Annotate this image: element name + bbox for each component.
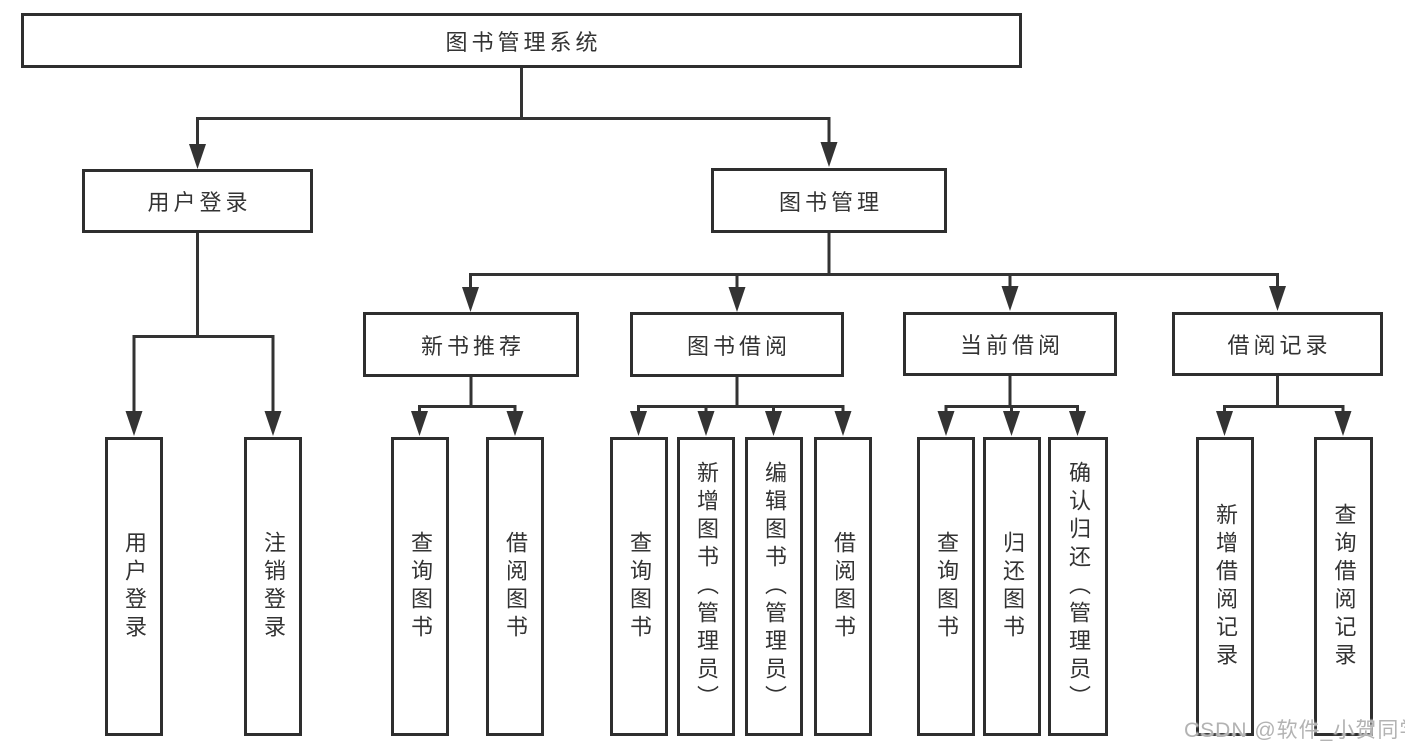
connector-book-mgmt-to-level3 — [462, 233, 1286, 312]
leaf-cb-query-books: 查询图书 — [917, 437, 975, 736]
leaf-nb-query-books: 查询图书 — [391, 437, 449, 736]
arrowhead — [1069, 411, 1086, 436]
arrowhead — [1001, 286, 1019, 311]
node-borrow-records-label: 借阅记录 — [1227, 333, 1332, 358]
node-book-management: 图书管理 — [711, 168, 947, 233]
arrowhead — [1334, 411, 1352, 436]
leaf-cb-return-books-label: 归还图书 — [1000, 530, 1025, 643]
arrowhead — [820, 142, 838, 167]
node-new-book-recommend: 新书推荐 — [363, 312, 579, 377]
node-root: 图书管理系统 — [21, 13, 1022, 68]
node-borrow-records: 借阅记录 — [1172, 312, 1383, 376]
leaf-br-query-record-label: 查询借阅记录 — [1331, 502, 1357, 671]
leaf-logout-label: 注销登录 — [261, 530, 286, 643]
connector-borrow-records-children — [1216, 376, 1352, 436]
node-book-borrow: 图书借阅 — [630, 312, 844, 377]
leaf-bb-query-books: 查询图书 — [610, 437, 668, 736]
connector-new-book-children — [411, 377, 524, 436]
arrowhead — [630, 411, 647, 436]
arrowhead — [728, 287, 746, 312]
leaf-cb-confirm-return-admin-label: 确认归还（管理员） — [1066, 460, 1091, 713]
leaf-bb-edit-books-admin: 编辑图书（管理员） — [745, 437, 803, 736]
leaf-nb-query-books-label: 查询图书 — [408, 530, 433, 643]
connector-root-to-level2 — [189, 68, 838, 169]
leaf-br-add-record: 新增借阅记录 — [1196, 437, 1254, 736]
arrowhead — [125, 411, 143, 436]
leaf-bb-add-books-admin-label: 新增图书（管理员） — [694, 460, 719, 713]
node-current-borrow: 当前借阅 — [903, 312, 1117, 376]
leaf-user-login: 用户登录 — [105, 437, 163, 736]
connector-user-login-children — [125, 233, 282, 436]
connector-book-borrow-children — [630, 377, 852, 436]
arrowhead — [189, 144, 206, 169]
node-book-management-label: 图书管理 — [778, 189, 883, 215]
node-book-borrow-label: 图书借阅 — [686, 333, 791, 359]
leaf-bb-edit-books-admin-label: 编辑图书（管理员） — [762, 460, 787, 713]
arrowhead — [1269, 286, 1286, 311]
leaf-bb-borrow-books: 借阅图书 — [814, 437, 872, 736]
node-root-label: 图书管理系统 — [445, 29, 602, 55]
node-user-login-label: 用户登录 — [147, 190, 252, 215]
arrowhead — [937, 411, 955, 436]
arrowhead — [1003, 411, 1020, 436]
arrowhead — [1216, 411, 1233, 436]
connector-current-borrow-children — [937, 376, 1086, 436]
leaf-br-add-record-label: 新增借阅记录 — [1213, 502, 1238, 671]
leaf-logout: 注销登录 — [244, 437, 302, 736]
arrowhead — [765, 411, 782, 436]
leaf-cb-query-books-label: 查询图书 — [934, 530, 959, 643]
node-current-borrow-label: 当前借阅 — [959, 333, 1064, 358]
arrowhead — [411, 411, 428, 436]
leaf-cb-return-books: 归还图书 — [983, 437, 1041, 736]
arrowhead — [264, 411, 282, 436]
arrowhead — [834, 411, 852, 436]
leaf-cb-confirm-return-admin: 确认归还（管理员） — [1048, 437, 1108, 736]
leaf-br-query-record: 查询借阅记录 — [1314, 437, 1373, 736]
node-user-login: 用户登录 — [82, 169, 313, 233]
leaf-bb-query-books-label: 查询图书 — [627, 530, 652, 643]
leaf-nb-borrow-books-label: 借阅图书 — [503, 530, 528, 643]
leaf-bb-add-books-admin: 新增图书（管理员） — [677, 437, 735, 736]
leaf-bb-borrow-books-label: 借阅图书 — [831, 530, 856, 643]
arrowhead — [506, 411, 524, 436]
arrowhead — [697, 411, 715, 436]
leaf-user-login-label: 用户登录 — [122, 530, 147, 643]
arrowhead — [462, 287, 479, 312]
node-new-book-recommend-label: 新书推荐 — [420, 333, 525, 359]
watermark: CSDN @软件_小贺同学 — [1184, 719, 1405, 742]
leaf-nb-borrow-books: 借阅图书 — [486, 437, 544, 736]
